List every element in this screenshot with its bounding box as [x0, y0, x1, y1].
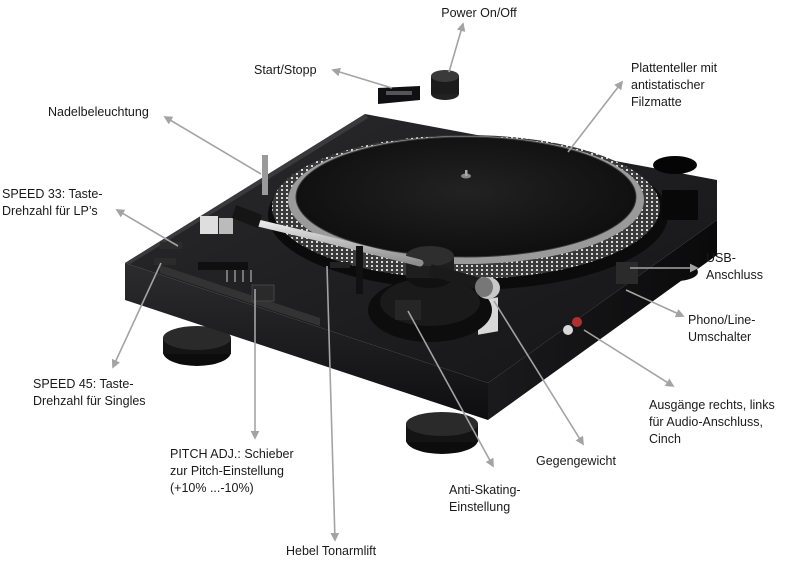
label-tonearm-lift: Hebel Tonarmlift: [286, 544, 377, 558]
arrow-counterweight: [493, 300, 584, 446]
arrow-anti-skating: [407, 310, 494, 468]
arrow-speed33: [115, 209, 179, 247]
callout-arrows: [111, 22, 699, 542]
label-platter: Plattenteller mit antistatischer Filzmat…: [631, 61, 718, 109]
arrow-phono-line: [625, 289, 685, 318]
arrow-outputs: [583, 329, 675, 387]
arrow-start-stop: [331, 67, 393, 89]
arrow-tonearm-lift: [326, 265, 340, 542]
label-pitch-adjust: PITCH ADJ.: Schieber zur Pitch-Einstellu…: [170, 447, 294, 495]
tonearm: [232, 155, 500, 342]
label-speed-45: SPEED 45: Taste- Drehzahl für Singles: [33, 377, 146, 408]
label-anti-skating: Anti-Skating- Einstellung: [449, 483, 521, 514]
label-power-on-off: Power On/Off: [441, 6, 517, 20]
label-counterweight: Gegengewicht: [536, 454, 616, 468]
label-outputs: Ausgänge rechts, links für Audio-Anschlu…: [649, 398, 775, 446]
rear-panel: [563, 156, 698, 335]
controls: [154, 70, 459, 302]
label-usb: USB- Anschluss: [706, 251, 763, 282]
label-needle-light: Nadelbeleuchtung: [48, 105, 149, 119]
label-start-stop: Start/Stopp: [254, 63, 317, 77]
arrow-platter: [567, 80, 624, 153]
label-phono-line: Phono/Line- Umschalter: [688, 313, 756, 344]
arrow-needle-light: [163, 116, 262, 175]
arrow-speed45: [111, 262, 162, 369]
label-speed-33: SPEED 33: Taste- Drehzahl für LP’s: [2, 187, 103, 218]
platter: [268, 135, 668, 290]
arrow-power: [448, 22, 466, 73]
